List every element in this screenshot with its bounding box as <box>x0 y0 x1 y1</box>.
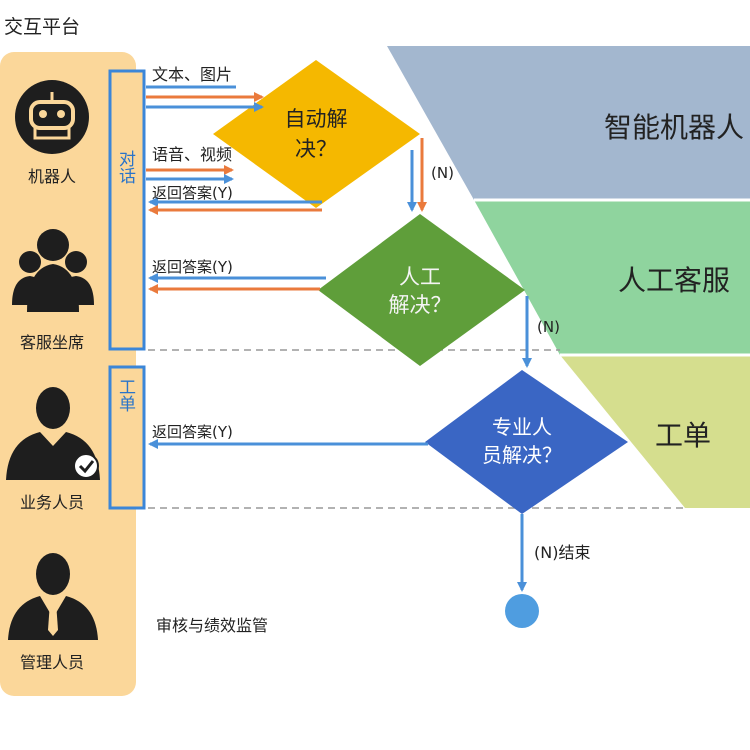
role-label-business: 业务人员 <box>20 493 84 512</box>
auto-solve-label-2: 决？ <box>295 137 337 161</box>
audit-label: 审核与绩效监管 <box>156 616 268 635</box>
edge-label-return-3: 返回答案(Y) <box>152 423 233 441</box>
expert-solve-label-2: 员解决？ <box>482 443 562 467</box>
platform-panel <box>0 52 136 696</box>
agents-group-icon <box>12 229 94 312</box>
dialog-channel-label: 对话 <box>115 150 136 184</box>
funnel-bottom-label: 工单 <box>655 419 711 452</box>
dialog-channel-box <box>108 69 146 351</box>
edge-label-return-1: 返回答案(Y) <box>152 184 233 202</box>
funnel-middle-label: 人工客服 <box>618 264 730 297</box>
platform-title: 交互平台 <box>4 16 80 38</box>
funnel-middle-layer <box>474 200 750 355</box>
business-person-check-icon <box>6 387 100 480</box>
edge-label-no-2: (N) <box>537 318 560 336</box>
funnel-top-label: 智能机器人 <box>604 111 744 144</box>
role-label-robot: 机器人 <box>28 167 76 186</box>
service-funnel <box>387 46 750 508</box>
edge-label-end: (N)结束 <box>534 543 590 562</box>
expert-solve-diamond <box>425 370 628 514</box>
funnel-top-layer <box>387 46 750 200</box>
role-label-agents: 客服坐席 <box>20 333 84 352</box>
ticket-channel-label: 工单 <box>115 378 136 412</box>
manual-solve-diamond <box>318 214 525 366</box>
manager-icon <box>8 553 98 640</box>
manual-solve-label-1: 人工 <box>399 265 441 289</box>
funnel-bottom-layer <box>560 355 750 508</box>
auto-solve-diamond <box>213 60 420 208</box>
role-label-manager: 管理人员 <box>20 653 84 672</box>
robot-icon <box>15 80 89 154</box>
edge-label-no-1: (N) <box>431 164 454 182</box>
end-node <box>505 594 539 628</box>
edge-label-return-2: 返回答案(Y) <box>152 258 233 276</box>
manual-solve-label-2: 解决？ <box>389 293 452 317</box>
edge-label-text-image: 文本、图片 <box>152 65 232 84</box>
ticket-channel-box <box>108 365 146 510</box>
auto-solve-label-1: 自动解 <box>285 107 348 131</box>
edge-label-voice-video: 语音、视频 <box>152 145 232 164</box>
expert-solve-label-1: 专业人 <box>492 415 552 439</box>
